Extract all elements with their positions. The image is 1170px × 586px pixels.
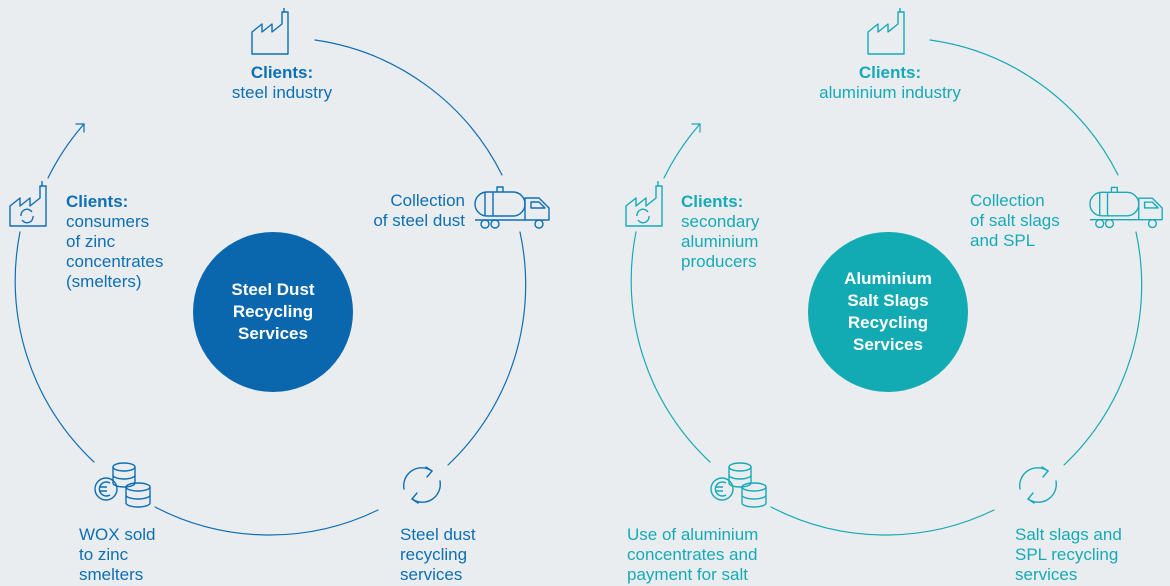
steel-bottom-right-line-2: recycling <box>400 545 468 564</box>
steel-hub-line-2: Recycling <box>232 302 314 321</box>
aluminium-top-line-1: aluminium industry <box>819 83 961 102</box>
aluminium-top-heading: Clients: <box>858 63 922 82</box>
steel-top-heading: Clients: <box>250 63 314 82</box>
tanker-truck-icon <box>473 184 555 230</box>
aluminium-arrowhead <box>691 123 701 133</box>
aluminium-arc-left <box>630 231 711 463</box>
aluminium-arc-bottom <box>770 506 995 536</box>
aluminium-bottom-left-line-3: payment for salt <box>627 565 748 584</box>
steel-hub-line-1: Steel Dust <box>231 280 315 299</box>
steel-right-label: Collection of steel dust <box>357 191 465 231</box>
aluminium-bottom-right-line-3: services <box>1015 565 1078 584</box>
steel-left-heading: Clients: <box>66 192 129 211</box>
aluminium-hub-line-4: Services <box>853 335 923 354</box>
steel-arrowhead <box>75 123 85 133</box>
steel-bottom-right-label: Steel dust recycling services <box>400 525 476 585</box>
steel-arc-right <box>447 231 527 466</box>
aluminium-bottom-right-label: Salt slags and SPL recycling services <box>1015 525 1122 585</box>
recycling-factory-icon <box>624 180 680 230</box>
euro-coins-icon <box>708 461 770 508</box>
aluminium-right-line-3: and SPL <box>970 231 1036 250</box>
steel-bottom-right-line-1: Steel dust <box>400 525 476 544</box>
steel-left-line-2: of zinc <box>66 232 116 251</box>
aluminium-arc-top-right <box>929 39 1119 176</box>
aluminium-left-heading: Clients: <box>681 192 744 211</box>
steel-left-line-4: (smelters) <box>66 272 142 291</box>
aluminium-bottom-left-line-2: concentrates and <box>627 545 758 564</box>
aluminium-right-label: Collection of salt slags and SPL <box>970 191 1060 251</box>
aluminium-arc-upper-left <box>663 123 701 179</box>
recycle-arrows-icon <box>1012 461 1064 509</box>
aluminium-hub-circle: Aluminium Salt Slags Recycling Services <box>808 232 968 392</box>
euro-coins-icon <box>92 461 154 508</box>
steel-hub-circle: Steel Dust Recycling Services <box>193 232 353 392</box>
steel-bottom-left-line-1: WOX sold <box>79 525 156 544</box>
aluminium-left-label: Clients: secondary aluminium producers <box>681 192 759 272</box>
steel-arc-bottom <box>154 506 379 536</box>
steel-bottom-left-line-3: smelters <box>79 565 144 584</box>
aluminium-left-line-3: producers <box>681 252 757 271</box>
recycling-factory-icon <box>8 180 64 230</box>
aluminium-hub-line-3: Recycling <box>847 313 929 332</box>
aluminium-bottom-right-line-2: SPL recycling <box>1015 545 1119 564</box>
aluminium-bottom-left-line-1: Use of aluminium <box>627 525 759 544</box>
steel-arc-left <box>14 231 95 463</box>
aluminium-hub-line-1: Aluminium <box>844 269 932 288</box>
aluminium-bottom-right-line-1: Salt slags and <box>1015 525 1122 544</box>
steel-bottom-left-label: WOX sold to zinc smelters <box>79 525 156 585</box>
aluminium-bottom-left-label: Use of aluminium concentrates and paymen… <box>627 525 758 585</box>
steel-arc-top-right <box>314 39 503 176</box>
factory-icon <box>248 8 304 58</box>
aluminium-top-label: Clients: aluminium industry <box>800 63 980 103</box>
steel-hub-line-3: Services <box>238 324 308 343</box>
steel-right-line-2: of steel dust <box>373 211 465 230</box>
aluminium-left-line-2: aluminium <box>681 232 759 251</box>
factory-icon <box>864 8 920 58</box>
steel-top-line-1: steel industry <box>231 83 333 102</box>
steel-left-line-1: consumers <box>66 212 150 231</box>
steel-left-label: Clients: consumers of zinc concentrates … <box>66 192 163 292</box>
aluminium-right-line-2: of salt slags <box>970 211 1060 230</box>
steel-top-label: Clients: steel industry <box>214 63 350 103</box>
recycle-arrows-icon <box>396 461 448 509</box>
steel-right-line-1: Collection <box>390 191 465 210</box>
steel-arc-upper-left <box>47 123 85 179</box>
aluminium-left-line-1: secondary <box>681 212 760 231</box>
steel-left-line-3: concentrates <box>66 252 164 271</box>
steel-bottom-right-line-3: services <box>400 565 463 584</box>
aluminium-arc-right <box>1063 231 1143 466</box>
aluminium-right-line-1: Collection <box>970 191 1045 210</box>
aluminium-hub-line-2: Salt Slags <box>847 291 929 310</box>
steel-bottom-left-line-2: to zinc <box>79 545 129 564</box>
tanker-truck-icon <box>1088 184 1168 230</box>
